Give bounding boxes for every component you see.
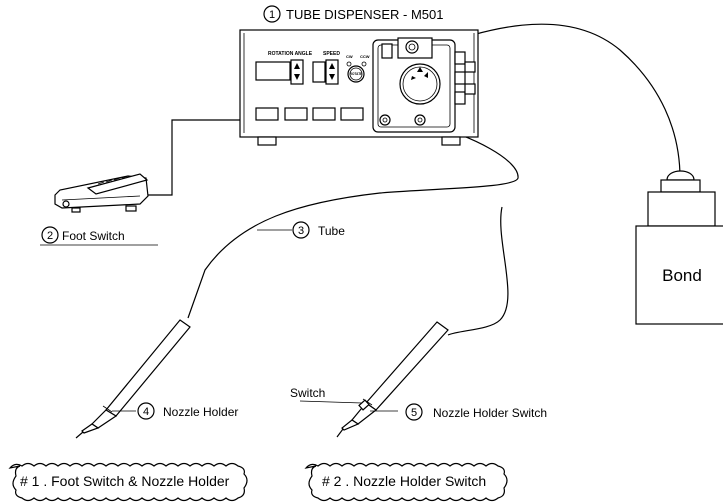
speed-up-icon[interactable] [329,63,335,69]
dispense-tube [187,124,519,319]
holder-switch-label: Nozzle Holder Switch [433,406,547,420]
dispenser-callout-circle [263,5,281,23]
config-2-label: # 2 . Nozzle Holder Switch [322,473,486,489]
front-button-1[interactable] [255,107,279,121]
nozzle-holder-switch [336,321,449,438]
foot-switch-label: Foot Switch [62,229,125,243]
pump-head [372,37,476,133]
dispenser-callout-number: 1 [269,9,275,21]
ccw-indicator-lamp [361,61,367,67]
rotor-arrow-icon [417,67,423,72]
foot-switch-callout-number: 2 [47,230,53,242]
switch-leader-line [299,400,363,404]
speed-display [312,61,326,83]
holder-switch-callout-circle [405,403,423,421]
dispenser-foot-right [441,136,461,146]
tube-dispenser: ROTATION ANGLE SPEED CW CCW ROTATE [239,29,479,146]
ccw-indicator-label: CCW [360,54,370,59]
foot-switch[interactable] [54,173,149,213]
front-button-4[interactable] [340,107,364,121]
holder-switch-callout-number: 5 [411,407,417,419]
bond-bottle [635,170,723,325]
front-button-2[interactable] [284,107,308,121]
nozzle-holder-callout-number: 4 [143,406,149,418]
rotation-angle-down-icon[interactable] [294,74,300,80]
switch-cable [447,206,509,336]
speed-label: SPEED [323,51,340,57]
dispenser-label: TUBE DISPENSER - M501 [286,7,444,22]
nozzle-holder-label: Nozzle Holder [163,405,238,419]
switch-label: Switch [290,386,325,400]
nozzle-holder-callout-circle [137,402,155,420]
tube-callout-circle [292,221,310,239]
bond-label: Bond [662,266,702,285]
rotation-angle-display [255,61,291,81]
rotation-angle-label: ROTATION ANGLE [268,51,313,57]
pump-rotor [399,63,441,105]
foot-switch-cable [148,119,240,196]
foot-switch-callout-circle [41,226,59,244]
config-2-banner [304,462,508,502]
rotate-knob-label: ROTATE [350,72,363,76]
front-button-3[interactable] [312,107,336,121]
speed-buttons [325,59,339,85]
config-1-banner [8,462,248,502]
config-1-label: # 1 . Foot Switch & Nozzle Holder [20,473,230,489]
rotation-angle-up-icon[interactable] [294,63,300,69]
tube-label: Tube [318,224,345,238]
speed-down-icon[interactable] [329,74,335,80]
cw-indicator-label: CW [346,54,353,59]
cw-indicator-lamp [346,61,352,67]
dispenser-foot-left [257,136,277,146]
rotation-angle-buttons [290,59,304,85]
tube-callout-number: 3 [298,225,304,237]
nozzle-holder [75,319,191,439]
